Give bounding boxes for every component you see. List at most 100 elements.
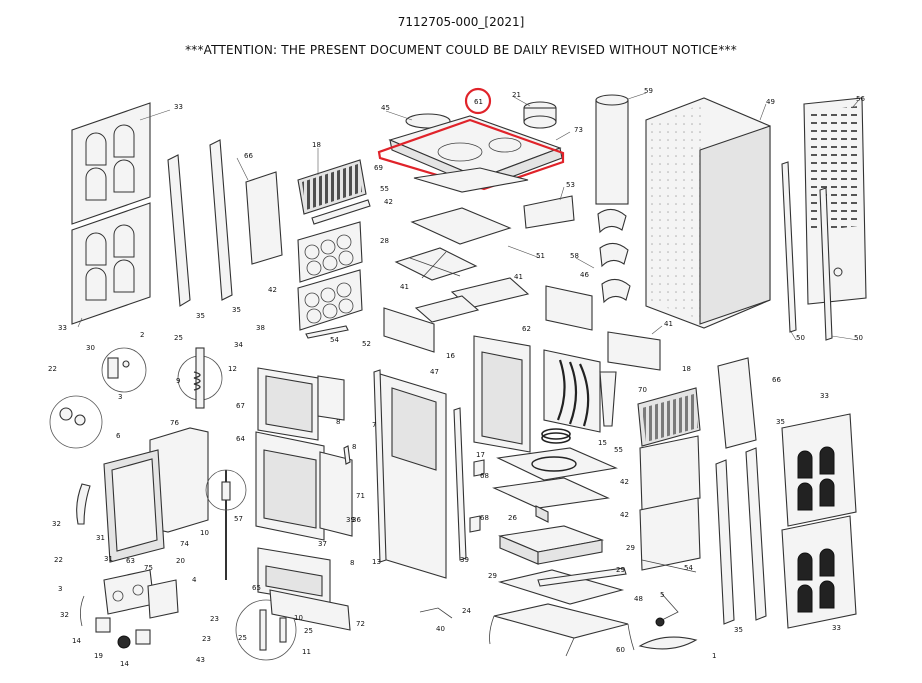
gear-19 bbox=[117, 635, 131, 649]
bracket-53 bbox=[523, 195, 575, 229]
part-label-13: 13 bbox=[372, 558, 381, 566]
part-label-29-3: 29 bbox=[616, 566, 625, 574]
insulation-board bbox=[245, 171, 283, 265]
part-label-22-2: 22 bbox=[54, 556, 63, 564]
door-frame-20 bbox=[103, 449, 165, 563]
part-label-16: 16 bbox=[446, 352, 455, 360]
part-label-8-2: 8 bbox=[352, 443, 356, 451]
part-label-33-4: 33 bbox=[832, 624, 841, 632]
part-label-2: 2 bbox=[140, 331, 144, 339]
front-frame-47 bbox=[379, 373, 447, 579]
part-label-21: 21 bbox=[512, 91, 521, 99]
part-label-23-2: 23 bbox=[202, 635, 211, 643]
part-label-34: 34 bbox=[234, 341, 243, 349]
side-panel-upper bbox=[71, 102, 151, 225]
ceramic-panel-lower bbox=[297, 269, 363, 331]
side-panel-right-lower bbox=[781, 515, 857, 629]
part-label-54-2: 54 bbox=[684, 564, 693, 572]
heat-grille-lower bbox=[637, 387, 701, 447]
knob-detail bbox=[101, 347, 147, 393]
part-label-54-1: 54 bbox=[330, 336, 339, 344]
highlight-outline bbox=[377, 118, 565, 191]
part-label-53: 53 bbox=[566, 181, 575, 189]
part-label-36: 36 bbox=[352, 516, 361, 524]
part-label-22-1: 22 bbox=[48, 365, 57, 373]
part-label-29-2: 29 bbox=[488, 572, 497, 580]
upright-rail-left bbox=[167, 139, 233, 307]
part-label-49: 49 bbox=[766, 98, 775, 106]
part-label-9: 9 bbox=[176, 377, 180, 385]
part-label-33-1: 33 bbox=[174, 103, 183, 111]
cover-disc-45 bbox=[405, 113, 451, 129]
part-label-18-1: 18 bbox=[312, 141, 321, 149]
ash-pan bbox=[498, 525, 605, 565]
base-frame-60 bbox=[489, 603, 635, 657]
part-label-52: 52 bbox=[362, 340, 371, 348]
part-label-62: 62 bbox=[522, 325, 531, 333]
part-label-1: 1 bbox=[712, 652, 716, 660]
part-label-25-1: 25 bbox=[174, 334, 183, 342]
part-label-10-2: 10 bbox=[294, 614, 303, 622]
side-panel-lower bbox=[71, 202, 151, 325]
firebrick-41-c bbox=[607, 331, 661, 371]
part-label-61: 61 bbox=[474, 98, 483, 106]
part-label-69: 69 bbox=[374, 164, 383, 172]
bar-29 bbox=[537, 567, 627, 587]
plate-52 bbox=[383, 307, 435, 353]
plate-75 bbox=[147, 579, 179, 619]
part-label-19: 19 bbox=[94, 652, 103, 660]
part-label-66-2: 66 bbox=[772, 376, 781, 384]
part-label-76: 76 bbox=[170, 419, 179, 427]
flue-pipe bbox=[595, 94, 629, 205]
part-label-14-1: 14 bbox=[72, 637, 81, 645]
part-label-25-3: 25 bbox=[304, 627, 313, 635]
part-label-11: 11 bbox=[302, 648, 311, 656]
part-label-3-1: 3 bbox=[118, 393, 122, 401]
document-code: 7112705-000_[2021] bbox=[397, 15, 525, 29]
part-label-29-1: 29 bbox=[626, 544, 635, 552]
part-label-73: 73 bbox=[574, 126, 583, 134]
part-label-65: 65 bbox=[252, 584, 261, 592]
part-label-67: 67 bbox=[236, 402, 245, 410]
part-label-3-2: 3 bbox=[58, 585, 62, 593]
part-label-57: 57 bbox=[234, 515, 243, 523]
bracket-70 bbox=[599, 371, 617, 427]
part-label-39-2: 39 bbox=[460, 556, 469, 564]
upright-35-a bbox=[715, 459, 735, 625]
fire-grate-17 bbox=[496, 447, 618, 481]
baffle-plate-upper bbox=[410, 207, 512, 245]
baffle-segments bbox=[597, 208, 631, 304]
pin-detail bbox=[235, 599, 297, 661]
part-label-26: 26 bbox=[508, 514, 517, 522]
part-label-38: 38 bbox=[256, 324, 265, 332]
door-handle-assembly bbox=[49, 395, 103, 449]
handle-bracket-63 bbox=[103, 569, 155, 615]
bracket-68-a bbox=[473, 459, 485, 477]
pin-40 bbox=[419, 607, 453, 619]
inner-frame-16 bbox=[473, 335, 531, 453]
fire-brick-26 bbox=[535, 505, 549, 523]
grate-frame-26 bbox=[492, 477, 610, 509]
part-label-17: 17 bbox=[476, 451, 485, 459]
part-label-42-2: 42 bbox=[268, 286, 277, 294]
part-label-6: 6 bbox=[116, 432, 121, 440]
strip-36 bbox=[305, 325, 349, 339]
insulation-board-right bbox=[717, 357, 757, 449]
part-label-20: 20 bbox=[176, 557, 185, 565]
gasket-frame bbox=[413, 167, 529, 193]
part-label-14-2: 14 bbox=[120, 660, 129, 668]
lever-5 bbox=[661, 593, 679, 621]
handle-32 bbox=[76, 483, 91, 525]
part-label-31-1: 31 bbox=[96, 534, 105, 542]
coil-15 bbox=[541, 428, 571, 444]
part-label-70: 70 bbox=[638, 386, 647, 394]
part-label-32-1: 32 bbox=[52, 520, 61, 528]
part-label-35-4: 35 bbox=[776, 418, 785, 426]
part-number-labels: 1233456788891010111213141415161718181920… bbox=[48, 87, 865, 668]
ceramic-panel-upper bbox=[297, 221, 363, 283]
part-label-28: 28 bbox=[380, 237, 389, 245]
rail-50-right bbox=[819, 187, 833, 341]
pin-8 bbox=[343, 445, 351, 465]
ceramic-panel-42-b bbox=[639, 497, 701, 571]
